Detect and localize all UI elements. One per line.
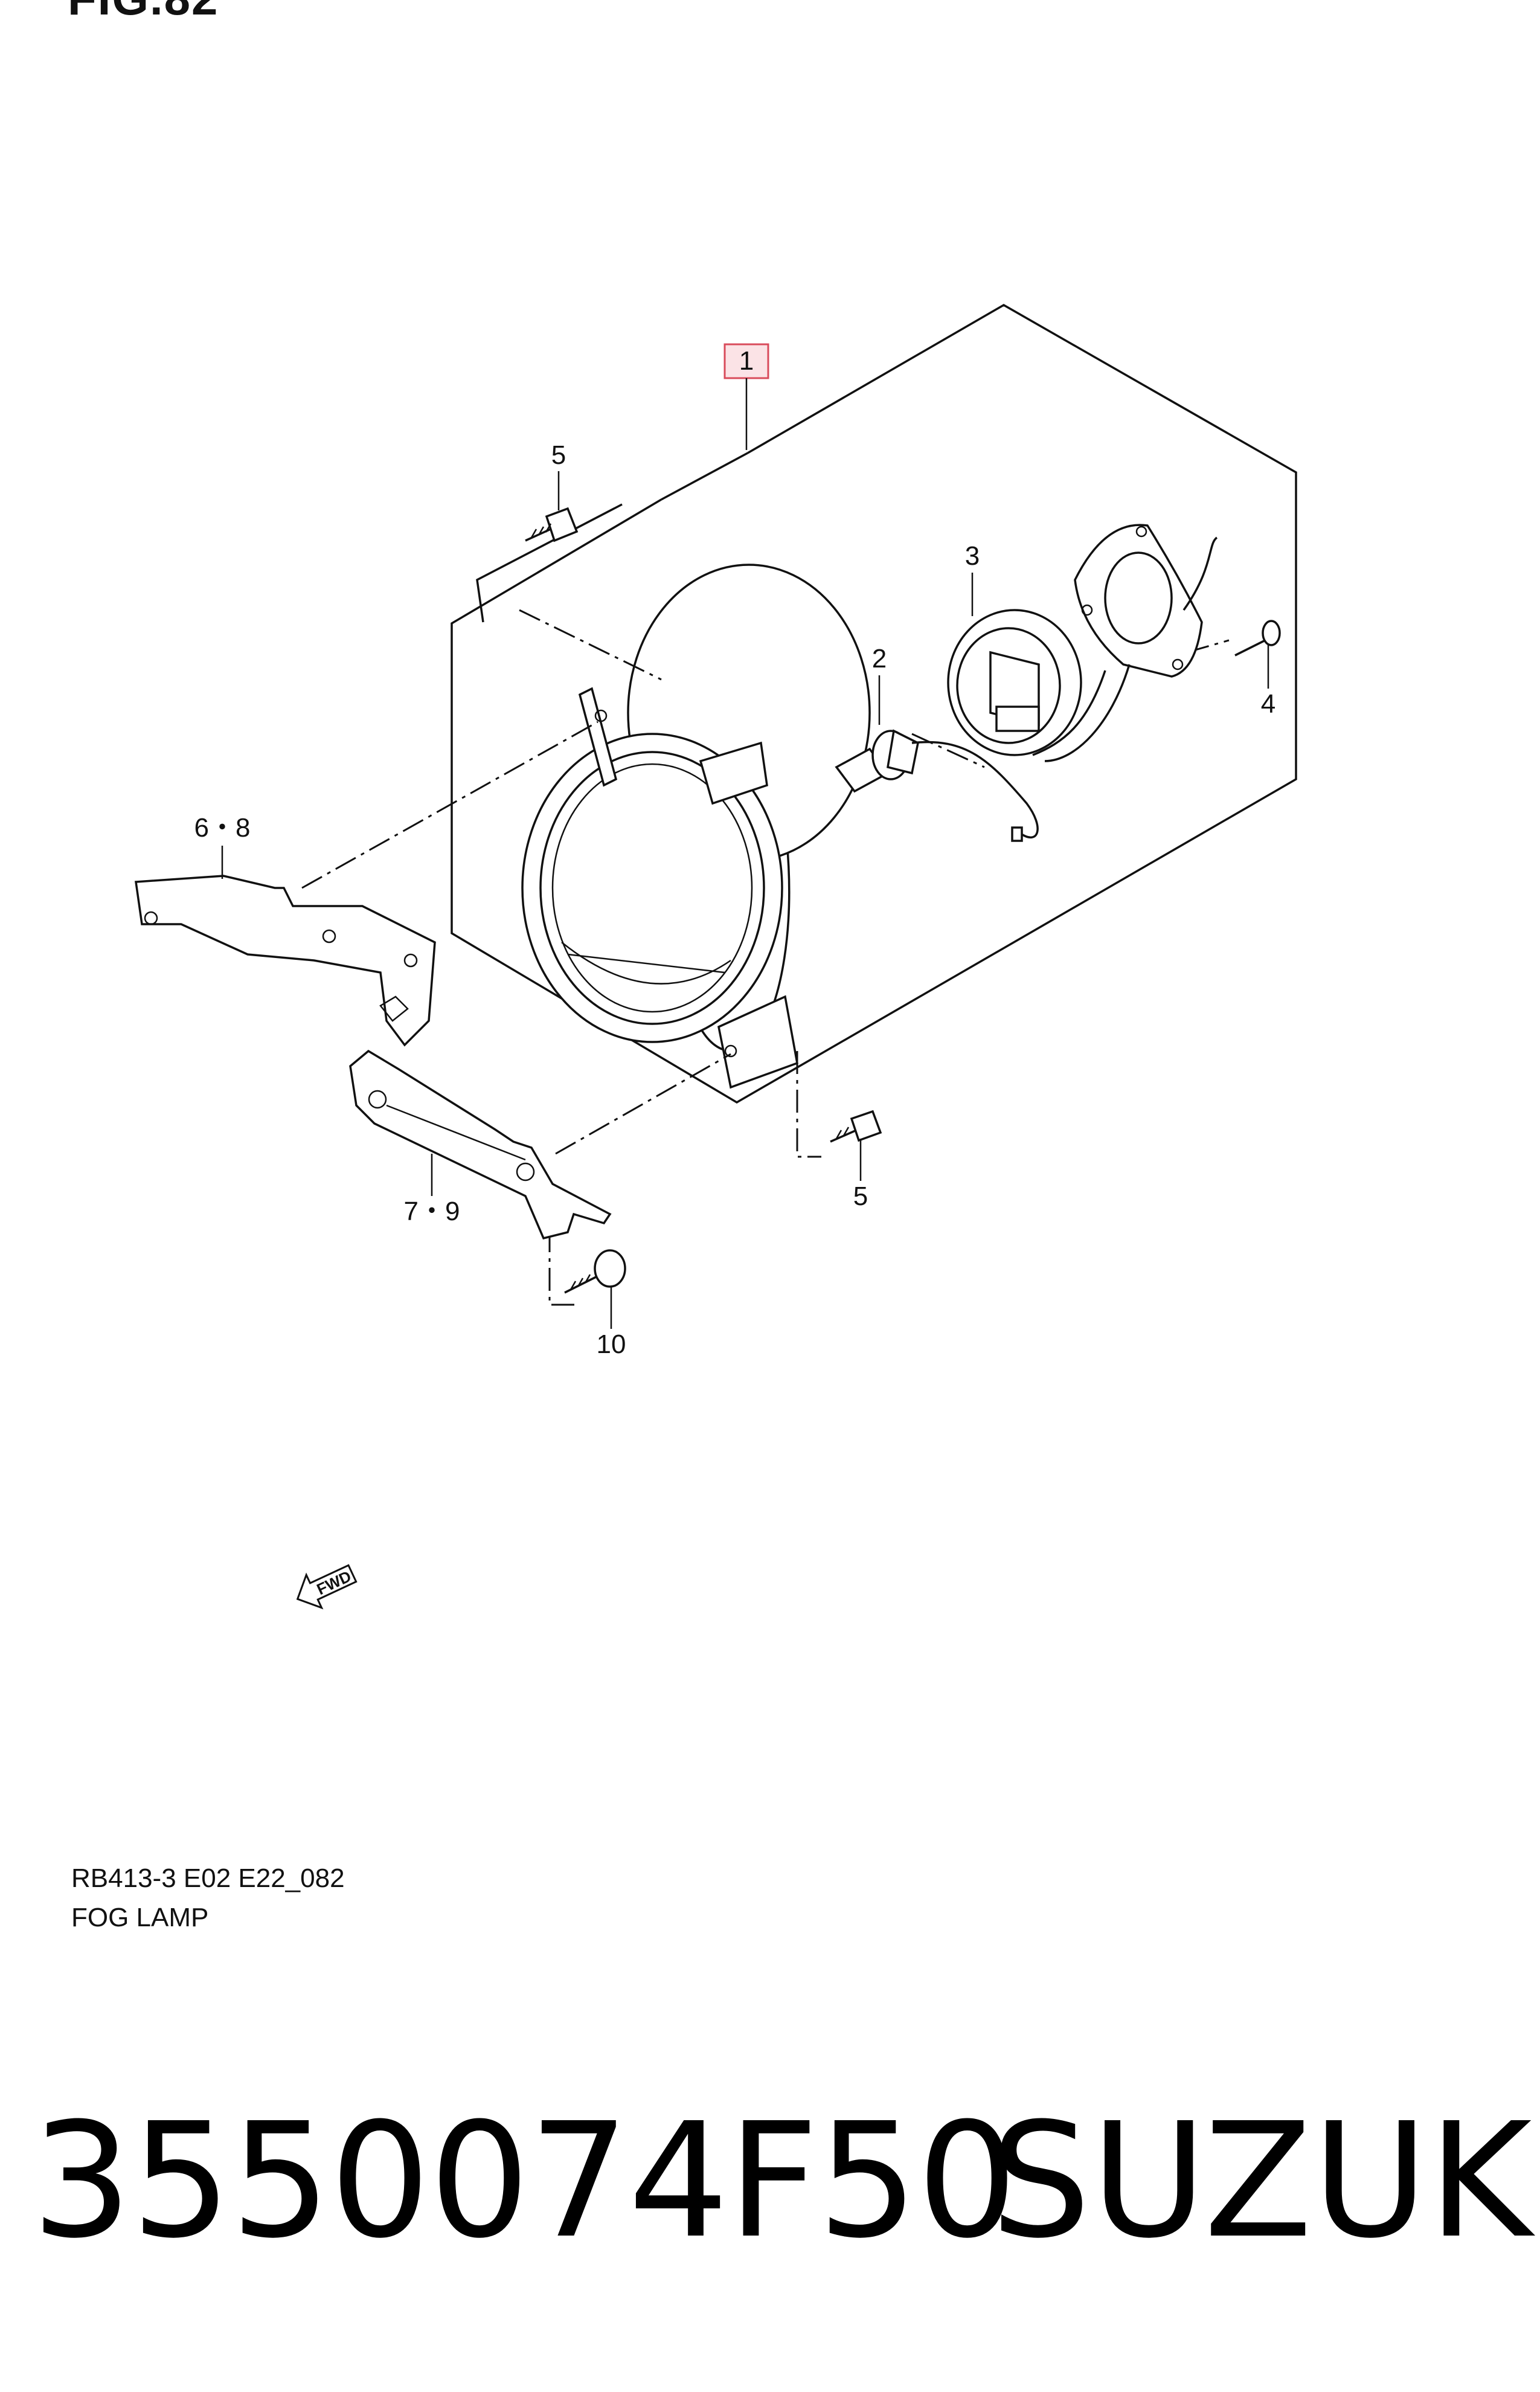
callout-6-8[interactable]: 6・8	[194, 813, 251, 843]
assembly-outline	[451, 303, 1297, 1104]
figure-title: FIG.82	[68, 0, 219, 26]
brand-name: SUZUKI	[990, 2089, 1540, 2273]
callout-5-top[interactable]: 5	[551, 440, 566, 470]
fog-lamp-housing[interactable]	[521, 564, 871, 1089]
fwd-arrow-icon: FWD	[296, 1564, 358, 1610]
callout-5-bottom[interactable]: 5	[853, 1182, 868, 1211]
diagram-sheet: FIG.82 1	[68, 0, 1297, 1932]
callout-4[interactable]: 4	[1261, 689, 1275, 719]
screw-10[interactable]	[564, 1249, 626, 1294]
bracket-6-8[interactable]	[135, 875, 436, 1047]
bolt-5-top[interactable]	[525, 507, 579, 542]
diagram-name: FOG LAMP	[71, 1903, 209, 1932]
bracket-7-9[interactable]	[349, 1049, 612, 1240]
caption-bar	[0, 1987, 1540, 2392]
callout-1-box[interactable]	[723, 343, 769, 379]
callout-3[interactable]: 3	[965, 541, 980, 571]
bolt-5-bottom[interactable]	[830, 1110, 882, 1143]
callout-10[interactable]: 10	[597, 1329, 626, 1359]
harness-gasket[interactable]	[1032, 524, 1218, 762]
exploded-parts-diagram: 1 5	[135, 303, 1297, 1610]
callout-2[interactable]: 2	[872, 644, 887, 674]
part-number: 3550074F50	[31, 2089, 1018, 2273]
callout-7-9[interactable]: 7・9	[404, 1197, 460, 1226]
diagram-code: RB413-3 E02 E22_082	[71, 1863, 345, 1893]
callout-1-label: 1	[739, 346, 754, 376]
bulb-2[interactable]	[835, 729, 1039, 842]
screw-4[interactable]	[1234, 620, 1281, 657]
socket-cover-3[interactable]	[947, 609, 1082, 756]
